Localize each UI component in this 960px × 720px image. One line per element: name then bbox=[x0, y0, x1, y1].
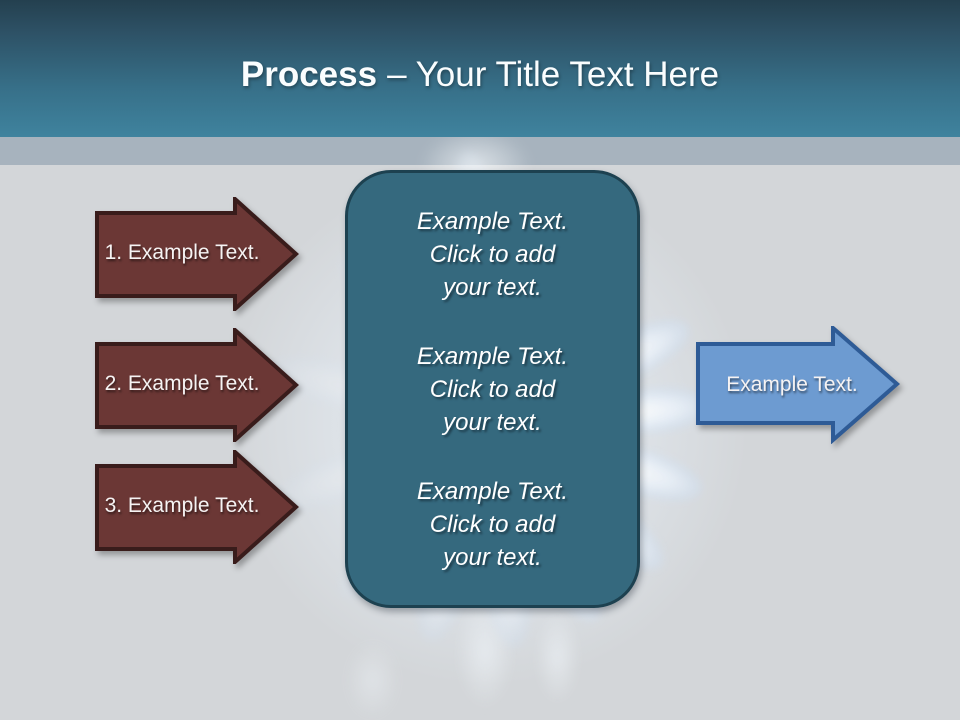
divider-band bbox=[0, 137, 960, 165]
flame-streak bbox=[535, 610, 580, 705]
step-arrow-2[interactable]: 2. Example Text. bbox=[95, 328, 301, 442]
step-arrow-1-label: 1. Example Text. bbox=[104, 240, 260, 264]
panel-text-block-2[interactable]: Example Text. Click to add your text. bbox=[416, 342, 569, 436]
step-arrow-3[interactable]: 3. Example Text. bbox=[95, 450, 301, 564]
title-emphasis: Process bbox=[240, 55, 378, 94]
flame-streak bbox=[455, 595, 515, 710]
center-text-panel[interactable]: Example Text. Click to add your text. Ex… bbox=[345, 170, 640, 608]
forward-arrow-label: Example Text. bbox=[726, 373, 858, 396]
slide-title[interactable]: Process– Your Title Text Here bbox=[241, 55, 719, 95]
panel-text-block-3[interactable]: Example Text. Click to add your text. bbox=[416, 477, 569, 571]
forward-arrow[interactable]: Example Text. bbox=[696, 326, 900, 444]
step-arrow-1[interactable]: 1. Example Text. bbox=[95, 197, 301, 311]
step-arrow-2-label: 2. Example Text. bbox=[104, 371, 260, 395]
panel-text-block-1[interactable]: Example Text. Click to add your text. bbox=[416, 207, 569, 301]
title-bar: Process– Your Title Text Here bbox=[0, 0, 960, 137]
flame-streak bbox=[345, 640, 400, 720]
title-text: – Your Title Text Here bbox=[387, 55, 720, 94]
step-arrow-3-label: 3. Example Text. bbox=[104, 493, 260, 517]
